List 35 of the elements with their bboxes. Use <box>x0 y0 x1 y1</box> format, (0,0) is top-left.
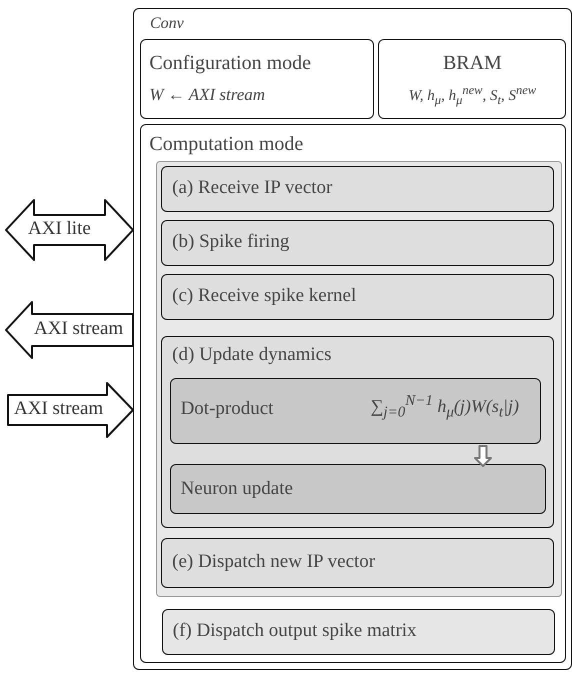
stage-label: (e) Dispatch new IP vector <box>172 552 376 574</box>
stage-label: (f) Dispatch output spike matrix <box>172 620 417 642</box>
formula: W, h$_{μ}$, h$_{μ}$$^{new}$, S$_{t}$, S$^{new}$ <box>408 84 538 108</box>
formula: ∑$_{j=0}$$^{N−1}$ h$_{μ}$(j)W(s$_{t}$|j) <box>370 392 519 421</box>
edge-label: AXI stream <box>14 399 104 418</box>
stage-box <box>161 336 554 528</box>
stage-box <box>161 220 554 266</box>
box-title: Configuration mode <box>149 52 312 74</box>
stage-box <box>161 166 554 212</box>
stage-label: (c) Receive spike kernel <box>172 286 356 308</box>
stage-label: (b) Spike firing <box>172 232 290 254</box>
edge-label: AXI lite <box>28 219 91 238</box>
block-arrow <box>5 301 134 359</box>
step-label: Dot-product <box>180 398 274 420</box>
mode-box <box>140 124 566 664</box>
stage-label: (d) Update dynamics <box>172 345 332 366</box>
block-arrow <box>7 382 134 438</box>
stage-box <box>161 274 554 320</box>
stage-box <box>162 608 555 655</box>
box-title: Computation mode <box>149 133 304 156</box>
block-arrow <box>474 445 492 467</box>
memory-box <box>378 39 566 120</box>
stage-label: (a) Receive IP vector <box>172 178 332 200</box>
edge-label: AXI stream <box>34 319 124 338</box>
module-box <box>133 8 572 670</box>
step-box <box>170 464 546 514</box>
module-title: Conv <box>150 15 184 33</box>
formula: W ← AXI stream <box>149 86 266 106</box>
stage-panel <box>156 160 562 597</box>
box-title: BRAM <box>442 52 503 74</box>
stage-box <box>161 538 554 588</box>
step-label: Neuron update <box>180 478 293 500</box>
step-box <box>170 378 541 444</box>
double-block-arrow <box>5 199 134 261</box>
mode-box <box>140 39 374 120</box>
